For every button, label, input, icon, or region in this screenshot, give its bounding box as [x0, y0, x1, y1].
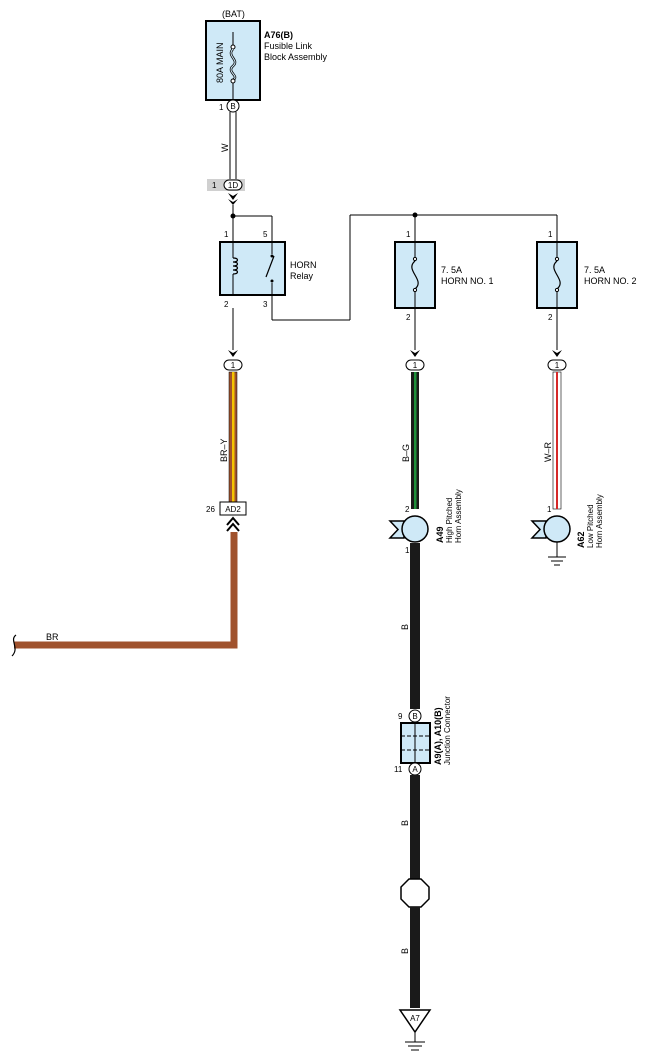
horn-high-code: A49 — [435, 526, 445, 543]
connector-b-label: B — [230, 102, 235, 111]
junction-name: Junction Connector — [443, 696, 452, 765]
relay-name-1: HORN — [290, 260, 317, 270]
splice-octagon — [400, 878, 430, 908]
fusible-link-name-2: Block Assembly — [264, 52, 328, 62]
junction-1d-arrow — [228, 193, 238, 200]
wire-b-segment-2 — [410, 775, 420, 879]
wire-b-g-label: B–G — [401, 444, 411, 462]
horn-high-pin-top: 2 — [405, 505, 410, 514]
wire-br-label: BR — [46, 632, 59, 642]
fuse-horn-2-pin-bottom: 2 — [548, 313, 553, 322]
junction-connector-box — [400, 722, 431, 764]
horn-low-pin-top: 1 — [547, 505, 552, 514]
fusible-link-code: A76(B) — [264, 30, 293, 40]
horn-high-pin-bottom: 1 — [405, 546, 410, 555]
fuse-horn-2-rating: 7. 5A — [584, 265, 605, 275]
wire-br-y-label: BR–Y — [219, 438, 229, 462]
connector-b-terminal: B — [226, 99, 240, 113]
junction-code: A9(A), A10(B) — [433, 707, 443, 765]
wire-b3-label: B — [400, 948, 410, 954]
fuse-horn-2-icon — [553, 260, 561, 290]
wire-b1-label: B — [400, 624, 410, 630]
inline-connector-center-label: 1 — [413, 361, 418, 370]
horn-low-name-1: Low Pitched — [586, 504, 595, 548]
ground-a7: A7 — [398, 1009, 432, 1051]
horn-low-code: A62 — [576, 531, 586, 548]
wire-w-r — [552, 371, 562, 510]
horn-relay: 1 5 2 3 — [219, 230, 286, 309]
junction-1d-pin: 1 — [212, 181, 217, 190]
fusible-link-block: 80A MAIN — [205, 20, 261, 101]
horn-low-ground-icon — [548, 542, 566, 566]
horn-high-name-1: High Pitched — [445, 498, 454, 543]
fuse-horn-1-pin-bottom: 2 — [406, 313, 411, 322]
ground-a7-code: A7 — [410, 1014, 420, 1023]
battery-label: (BAT) — [222, 9, 245, 19]
connector-ad2-arrow — [226, 516, 240, 526]
junction-1d-code: 1D — [228, 181, 238, 190]
junction-connector-a: A — [408, 762, 422, 776]
inline-connector-left-label: 1 — [231, 361, 236, 370]
junction-1d-connector: 1D — [223, 179, 243, 191]
fusible-link-pin: 1 — [219, 103, 224, 112]
connector-ad2-pin: 26 — [206, 505, 215, 514]
relay-pin-2: 2 — [224, 300, 229, 309]
relay-name-2: Relay — [290, 271, 314, 281]
wire-br — [14, 532, 238, 649]
fusible-link-symbol — [229, 32, 237, 99]
fuse-horn-1-pin-top: 1 — [406, 230, 411, 239]
wire-br-y — [228, 371, 238, 503]
wire-br-break-icon — [11, 634, 17, 657]
inline-connector-right-label: 1 — [555, 361, 560, 370]
inline-connector-center: 1 — [405, 350, 425, 371]
fusible-link-rating: 80A MAIN — [215, 42, 225, 83]
relay-switch-icon — [265, 255, 275, 278]
wire-b-g — [411, 372, 419, 509]
relay-pin-1: 1 — [224, 230, 229, 239]
fuse-horn-2-pin-top: 1 — [548, 230, 553, 239]
junction-connector-b: B — [408, 709, 422, 723]
wire-w-label: W — [220, 143, 230, 152]
fuse-horn-1-name: HORN NO. 1 — [441, 276, 494, 286]
wire-b-segment-3 — [410, 907, 420, 1008]
fuse-horn-1-rating: 7. 5A — [441, 265, 462, 275]
wire-b-segment-1 — [410, 543, 420, 709]
horn-high-name-2: Horn Assembly — [454, 489, 463, 543]
horn-low-icon — [530, 515, 571, 543]
connector-ad2-code: AD2 — [225, 505, 241, 514]
wire-b2-label: B — [400, 820, 410, 826]
fuse-horn-1-icon — [411, 260, 419, 290]
wire-w-r-label: W–R — [543, 442, 553, 463]
connector-ad2: AD2 — [219, 501, 247, 516]
junction-pin-a: 11 — [394, 765, 403, 774]
relay-coil-icon — [232, 257, 239, 275]
fuse-horn-1 — [394, 241, 436, 309]
inline-connector-left: 1 — [223, 350, 243, 371]
relay-pin-5: 5 — [263, 230, 268, 239]
fuse-horn-2-name: HORN NO. 2 — [584, 276, 637, 286]
junction-conn-b-label: B — [412, 712, 417, 721]
junction-pin-b: 9 — [398, 712, 403, 721]
horn-high-icon — [388, 515, 429, 543]
fuse-horn-2 — [536, 241, 578, 309]
relay-pin-3: 3 — [263, 300, 268, 309]
fusible-link-name-1: Fusible Link — [264, 41, 313, 51]
horn-low-name-2: Horn Assembly — [595, 494, 604, 548]
junction-conn-a-label: A — [412, 765, 418, 774]
inline-connector-right: 1 — [547, 350, 567, 371]
